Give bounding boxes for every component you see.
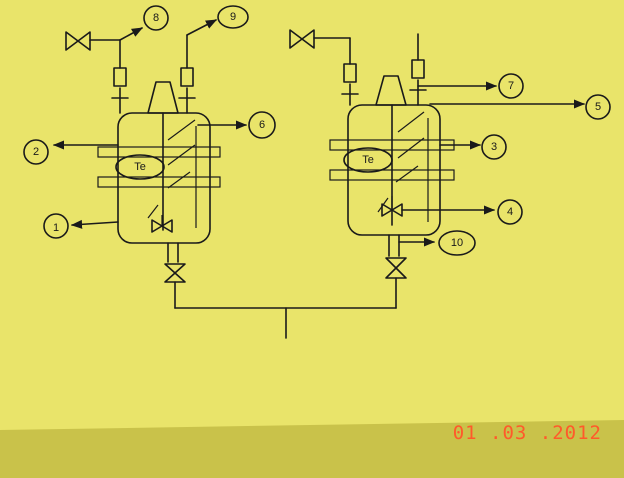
right-te-label: Te	[362, 154, 374, 166]
callout-4-text: 4	[507, 206, 513, 218]
connecting-pipe	[174, 307, 397, 339]
callout-1-text: 1	[53, 222, 59, 234]
callout-6: 6	[248, 111, 276, 139]
callout-8-text: 8	[153, 12, 159, 24]
callout-7-text: 7	[508, 80, 514, 92]
callout-3-text: 3	[491, 141, 497, 153]
callout-2-text: 2	[33, 146, 39, 158]
callout-5: 5	[585, 94, 611, 120]
callout-9-text: 9	[230, 11, 236, 23]
paper-sheet	[0, 0, 624, 430]
callout-7: 7	[498, 73, 524, 99]
left-vessel	[52, 19, 248, 309]
callout-10-text: 10	[451, 237, 463, 249]
callout-6-text: 6	[259, 119, 265, 131]
date-stamp: 01 .03 .2012	[452, 422, 602, 444]
callout-2: 2	[23, 139, 49, 165]
callout-4: 4	[497, 199, 523, 225]
callout-1: 1	[43, 213, 69, 239]
right-vessel	[289, 29, 586, 309]
callout-8: 8	[143, 5, 169, 31]
left-te-label: Te	[134, 161, 146, 173]
callout-9: 9	[217, 5, 249, 29]
callout-3: 3	[481, 134, 507, 160]
callout-10: 10	[438, 230, 476, 256]
callout-5-text: 5	[595, 101, 601, 113]
